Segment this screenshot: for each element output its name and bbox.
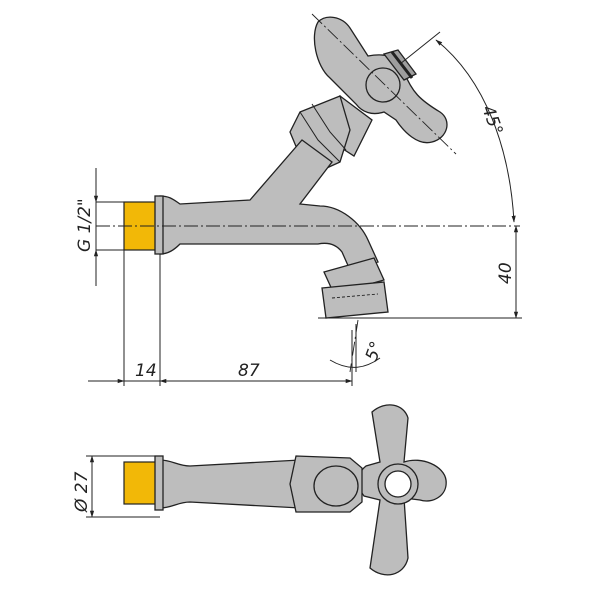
- body-length-label: 87: [238, 361, 260, 381]
- diameter-label: Ø 27: [72, 471, 92, 513]
- dim-handle-angle-arc: [435, 39, 516, 223]
- top-handle-cap-inner: [384, 470, 412, 498]
- side-inlet-collar: [154, 195, 164, 255]
- side-view: G 1/2" 40 45° 5° 14 87: [75, 13, 522, 386]
- dim-handle-angle-ext: [399, 31, 441, 65]
- top-body: [159, 459, 301, 509]
- top-inlet-collar: [154, 455, 164, 511]
- side-axis-outlet: [349, 319, 359, 373]
- handle-angle-label: 45°: [477, 103, 506, 138]
- outlet-angle-label: 5°: [362, 339, 387, 364]
- top-view: Ø 27: [72, 404, 447, 576]
- top-nut: [313, 465, 359, 507]
- side-body: [159, 139, 389, 319]
- side-axis-handle: [311, 13, 457, 155]
- thread-length-label: 14: [135, 361, 157, 381]
- outlet-height-label: 40: [496, 262, 516, 284]
- thread-size-label: G 1/2": [75, 198, 95, 252]
- dim-outlet-angle-arc: [329, 357, 381, 368]
- top-thread: [123, 461, 161, 505]
